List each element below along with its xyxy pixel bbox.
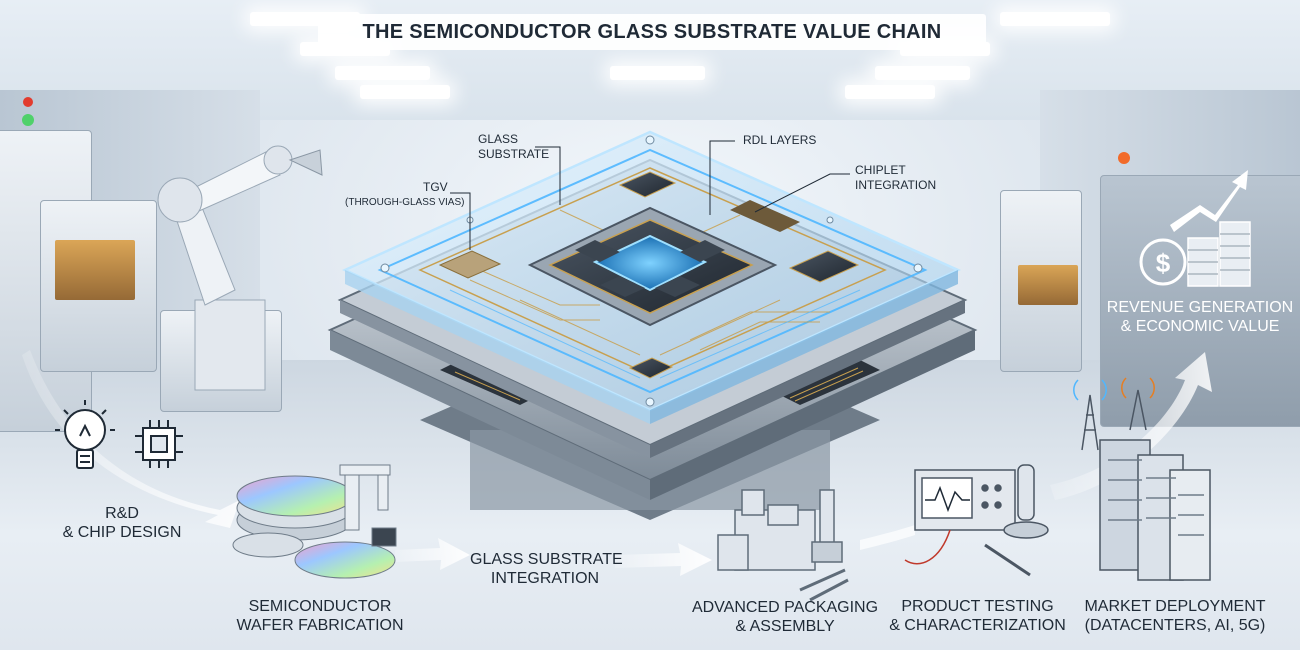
stage-label-revenue: REVENUE GENERATION & ECONOMIC VALUE: [1105, 298, 1295, 336]
callout-chiplet-integration: CHIPLET INTEGRATION: [855, 163, 936, 193]
callout-line: INTEGRATION: [855, 178, 937, 192]
amber-window: [1018, 265, 1078, 305]
stage-line: PRODUCT TESTING: [901, 598, 1054, 615]
diagram-title: THE SEMICONDUCTOR GLASS SUBSTRATE VALUE …: [318, 14, 986, 50]
stage-label-rd: R&D & CHIP DESIGN: [62, 504, 182, 542]
dollar-coins-icon: $: [1139, 221, 1251, 287]
lightbulb-icon: [55, 400, 115, 469]
stage-line: (DATACENTERS, AI, 5G): [1084, 617, 1266, 634]
ceiling-light: [875, 66, 970, 80]
ceiling-light: [1000, 12, 1110, 26]
stage-line: & ECONOMIC VALUE: [1120, 318, 1280, 335]
status-light-green: [22, 114, 34, 126]
stage-line: & CHARACTERIZATION: [889, 617, 1066, 634]
flow-arrows: [22, 170, 1248, 576]
antenna-icon: [1073, 377, 1155, 451]
glass-substrate-package: [327, 130, 978, 520]
ceiling-light: [335, 66, 430, 80]
status-light-orange: [1118, 152, 1130, 164]
stage-line: & ASSEMBLY: [735, 618, 835, 635]
stage-line: ADVANCED PACKAGING: [691, 599, 879, 616]
callout-rdl-layers: RDL LAYERS: [743, 133, 817, 147]
stage-label-fab: SEMICONDUCTOR WAFER FABRICATION: [230, 597, 410, 635]
ceiling-light: [845, 85, 935, 99]
robot-arm-icon: [717, 489, 849, 602]
callout-glass-substrate: GLASS SUBSTRATE: [478, 132, 549, 162]
oscilloscope-icon: [904, 464, 1049, 577]
stage-line: & CHIP DESIGN: [62, 524, 182, 541]
stage-label-market: MARKET DEPLOYMENT (DATACENTERS, AI, 5G): [1080, 597, 1270, 635]
stage-line: REVENUE GENERATION: [1106, 299, 1294, 316]
callout-line: (THROUGH-GLASS VIAS): [345, 197, 465, 208]
callout-line: SUBSTRATE: [478, 147, 550, 161]
callout-tgv: TGV (THROUGH-GLASS VIAS): [345, 180, 464, 210]
stage-line: SEMICONDUCTOR: [248, 598, 392, 615]
stage-label-test: PRODUCT TESTING & CHARACTERIZATION: [885, 597, 1070, 635]
stage-line: INTEGRATION: [490, 570, 600, 587]
ceiling-light: [360, 85, 450, 99]
wafer-icon: [232, 464, 397, 579]
svg-text:$: $: [1156, 248, 1171, 278]
amber-window: [55, 240, 135, 300]
ceiling-light: [610, 66, 705, 80]
robot-arm-left: [157, 145, 323, 391]
chip-design-icon: [135, 420, 183, 468]
stage-line: WAFER FABRICATION: [236, 617, 404, 634]
stage-line: R&D: [105, 505, 139, 522]
status-light-red: [23, 97, 33, 107]
stage-line: MARKET DEPLOYMENT: [1084, 598, 1266, 615]
stage-label-glass: GLASS SUBSTRATE INTEGRATION: [470, 550, 623, 588]
callout-line: GLASS: [478, 132, 519, 146]
callout-line: CHIPLET: [855, 163, 906, 177]
stage-line: GLASS SUBSTRATE: [470, 551, 623, 568]
server-rack-icon: [1099, 439, 1211, 581]
stage-label-pack: ADVANCED PACKAGING & ASSEMBLY: [690, 598, 880, 636]
callout-line: TGV: [423, 180, 448, 194]
callout-leaders: [450, 140, 850, 250]
